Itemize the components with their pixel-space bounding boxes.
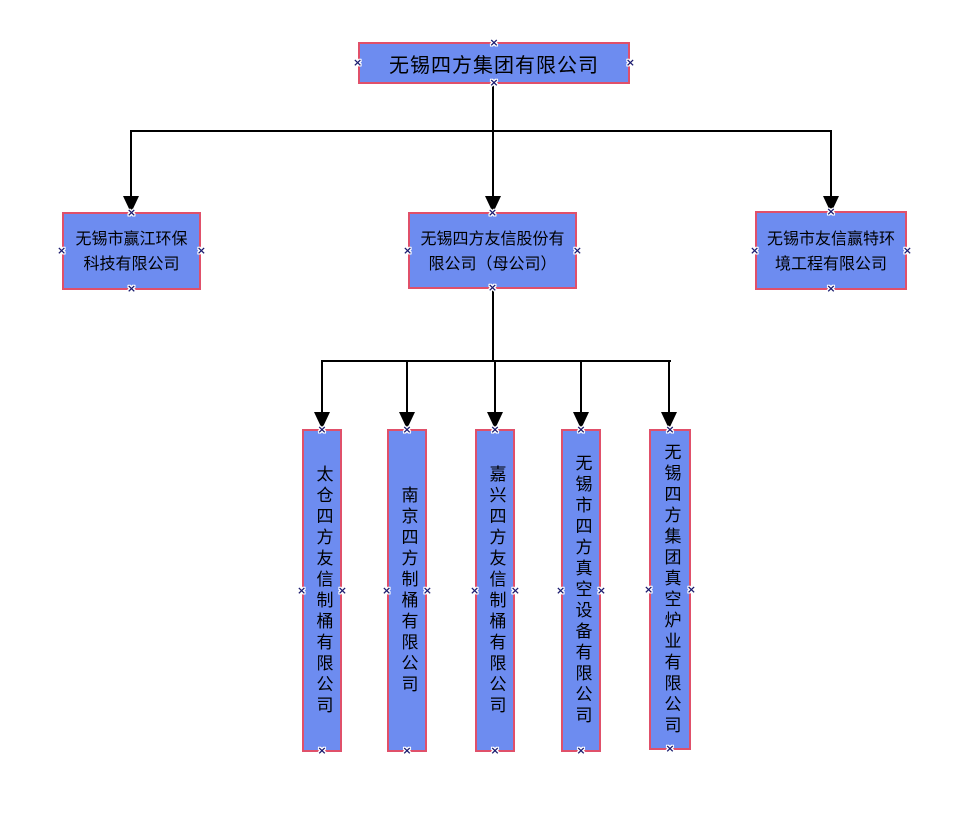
selection-handle[interactable]: × xyxy=(57,244,67,257)
selection-handle[interactable]: × xyxy=(750,243,760,257)
selection-handle[interactable]: × xyxy=(489,36,499,49)
connector-line xyxy=(668,360,670,413)
connector-line xyxy=(830,130,832,196)
arrowhead-down-icon xyxy=(314,412,330,429)
box-yingte-engineering-label: 无锡市友信赢特环 境工程有限公司 xyxy=(767,226,895,276)
box-subsidiary-vacuum-furnace-label: 无锡四方集团真空炉业有限公司 xyxy=(660,442,681,737)
selection-handle[interactable]: × xyxy=(826,205,836,218)
box-subsidiary-vacuum-equipment-label: 无锡市四方真空设备有限公司 xyxy=(571,454,592,727)
selection-handle[interactable]: × xyxy=(826,282,836,295)
selection-handle[interactable]: × xyxy=(422,583,432,597)
selection-handle[interactable]: × xyxy=(490,423,500,436)
box-subsidiary-jiaxing[interactable]: 嘉兴四方友信制桶有限公司 × × × × xyxy=(470,423,520,757)
selection-handle[interactable]: × xyxy=(487,206,498,219)
box-subsidiary-taicang[interactable]: 太仓四方友信制桶有限公司 × × × × xyxy=(297,423,347,757)
selection-handle[interactable]: × xyxy=(572,243,582,257)
box-yingjiang-environmental-label: 无锡市赢江环保 科技有限公司 xyxy=(75,226,187,276)
label-line-1: 无锡四方友信股份有 xyxy=(420,228,565,248)
selection-handle[interactable]: × xyxy=(353,56,363,69)
box-parent-company[interactable]: 无锡四方友信股份有 限公司（母公司） × × × × xyxy=(403,206,582,294)
label-line-2: 限公司（母公司） xyxy=(428,253,557,273)
arrowhead-down-icon xyxy=(573,412,589,429)
selection-handle[interactable]: × xyxy=(596,583,606,597)
box-subsidiary-nanjing-label: 南京四方制桶有限公司 xyxy=(397,485,418,696)
label-line-2: 科技有限公司 xyxy=(83,254,180,273)
selection-handle[interactable]: × xyxy=(196,244,206,257)
connector-line xyxy=(580,360,582,413)
box-subsidiary-nanjing[interactable]: 南京四方制桶有限公司 × × × × xyxy=(382,423,432,757)
arrowhead-down-icon xyxy=(485,196,501,213)
selection-handle[interactable]: × xyxy=(665,423,675,436)
arrowhead-down-icon xyxy=(823,196,839,213)
connector-line xyxy=(492,289,494,362)
selection-handle[interactable]: × xyxy=(317,423,327,436)
selection-handle[interactable]: × xyxy=(510,583,520,597)
box-subsidiary-vacuum-furnace[interactable]: 无锡四方集团真空炉业有限公司 × × × × xyxy=(644,423,696,755)
box-group-headquarters[interactable]: 无锡四方集团有限公司 × × × × xyxy=(353,36,635,89)
box-yingte-engineering[interactable]: 无锡市友信赢特环 境工程有限公司 × × × × xyxy=(750,205,912,295)
connector-line xyxy=(321,360,671,362)
selection-handle[interactable]: × xyxy=(126,282,137,295)
selection-handle[interactable]: × xyxy=(487,281,498,294)
selection-handle[interactable]: × xyxy=(317,744,327,757)
selection-handle[interactable]: × xyxy=(337,583,347,597)
connector-line xyxy=(130,130,832,132)
connector-line xyxy=(321,360,323,413)
label-line-1: 无锡市友信赢特环 xyxy=(766,228,895,248)
connector-line xyxy=(492,84,494,196)
connector-line xyxy=(494,360,496,413)
label-line-2: 境工程有限公司 xyxy=(774,253,887,273)
selection-handle[interactable]: × xyxy=(625,56,635,69)
connector-line xyxy=(406,360,408,413)
selection-handle[interactable]: × xyxy=(902,243,912,257)
selection-handle[interactable]: × xyxy=(489,76,499,89)
selection-handle[interactable]: × xyxy=(644,582,654,596)
selection-handle[interactable]: × xyxy=(576,423,586,436)
box-yingjiang-environmental[interactable]: 无锡市赢江环保 科技有限公司 × × × × xyxy=(57,206,206,295)
selection-handle[interactable]: × xyxy=(490,744,500,757)
selection-handle[interactable]: × xyxy=(665,742,675,755)
selection-handle[interactable]: × xyxy=(382,583,392,597)
selection-handle[interactable]: × xyxy=(403,243,413,257)
box-subsidiary-vacuum-equipment[interactable]: 无锡市四方真空设备有限公司 × × × × xyxy=(556,423,606,757)
arrowhead-down-icon xyxy=(487,412,503,429)
arrowhead-down-icon xyxy=(123,196,139,213)
selection-handle[interactable]: × xyxy=(402,744,412,757)
arrowhead-down-icon xyxy=(399,412,415,429)
box-subsidiary-jiaxing-label: 嘉兴四方友信制桶有限公司 xyxy=(485,464,506,717)
selection-handle[interactable]: × xyxy=(556,583,566,597)
selection-handle[interactable]: × xyxy=(297,583,307,597)
selection-handle[interactable]: × xyxy=(686,582,696,596)
selection-handle[interactable]: × xyxy=(402,423,412,436)
arrowhead-down-icon xyxy=(661,412,677,429)
box-subsidiary-taicang-label: 太仓四方友信制桶有限公司 xyxy=(312,464,333,717)
box-group-headquarters-label: 无锡四方集团有限公司 xyxy=(389,52,599,77)
label-line-1: 无锡市赢江环保 xyxy=(75,229,188,248)
connector-line xyxy=(130,130,132,196)
selection-handle[interactable]: × xyxy=(576,744,586,757)
selection-handle[interactable]: × xyxy=(470,583,480,597)
box-parent-company-label: 无锡四方友信股份有 限公司（母公司） xyxy=(420,226,564,276)
selection-handle[interactable]: × xyxy=(126,206,137,219)
